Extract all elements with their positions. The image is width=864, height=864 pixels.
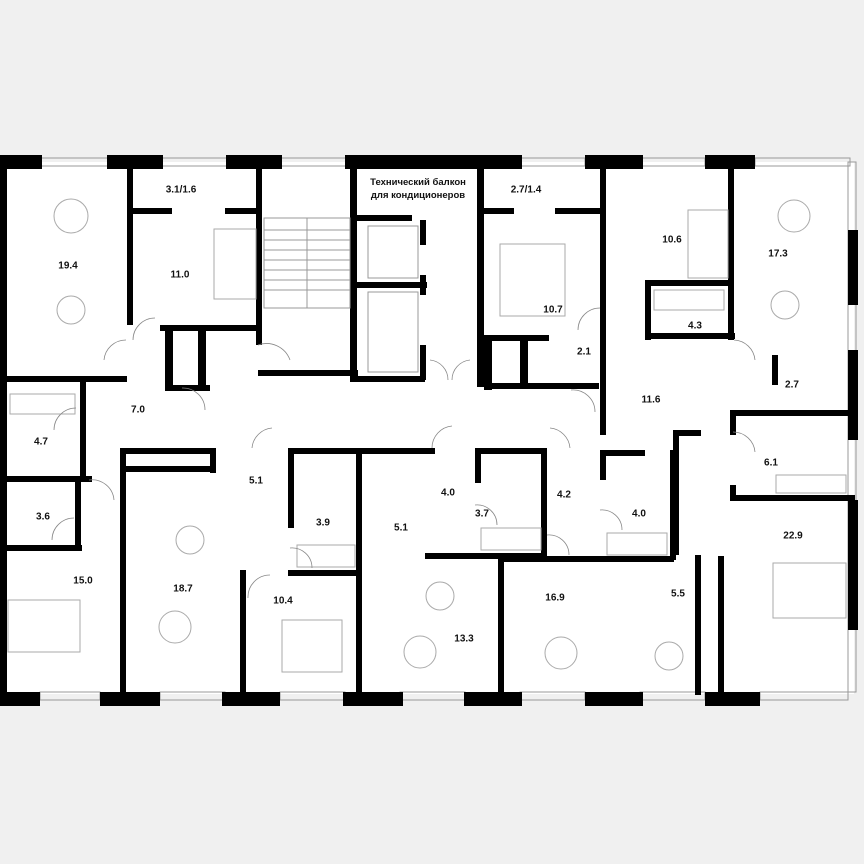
room-area-label: 18.7 bbox=[173, 583, 193, 595]
room-area-label: 4.0 bbox=[441, 487, 455, 499]
room-area-label: 3.9 bbox=[316, 517, 330, 529]
room-area-label: 17.3 bbox=[768, 248, 788, 260]
room-area-label: 16.9 bbox=[545, 592, 565, 604]
room-area-label: 11.0 bbox=[170, 269, 190, 281]
room-area-label: 15.0 bbox=[73, 575, 93, 587]
room-area-label: 4.7 bbox=[34, 436, 48, 448]
room-area-label: 13.3 bbox=[454, 633, 474, 645]
room-area-label: 2.7 bbox=[785, 379, 799, 391]
room-area-label: 5.1 bbox=[249, 475, 263, 487]
room-area-label: 2.7/1.4 bbox=[510, 184, 542, 196]
staircase bbox=[263, 217, 351, 309]
room-area-label: 3.7 bbox=[475, 508, 489, 520]
floor-area bbox=[6, 162, 854, 694]
room-area-label: 5.1 bbox=[394, 522, 408, 534]
room-area-label: 4.2 bbox=[557, 489, 571, 501]
technical-balcony-line-2: для кондиционеров bbox=[370, 190, 466, 201]
room-area-label: 3.1/1.6 bbox=[165, 184, 197, 196]
room-area-label: 3.6 bbox=[36, 511, 50, 523]
exterior-walls bbox=[0, 155, 858, 706]
room-area-label: 6.1 bbox=[764, 457, 778, 469]
room-area-label: 5.5 bbox=[671, 588, 685, 600]
room-area-label: 10.7 bbox=[543, 304, 563, 316]
technical-balcony-label: Технический балкон для кондиционеров bbox=[370, 176, 466, 202]
interior-walls bbox=[7, 165, 855, 698]
room-area-label: 19.4 bbox=[58, 260, 78, 272]
doors bbox=[51, 307, 756, 599]
room-area-label: 7.0 bbox=[131, 404, 145, 416]
room-area-label: 22.9 bbox=[783, 530, 803, 542]
room-area-label: 4.3 bbox=[688, 320, 702, 332]
room-area-label: 2.1 bbox=[577, 346, 591, 358]
technical-balcony-line-1: Технический балкон bbox=[370, 177, 466, 188]
elevators bbox=[367, 225, 419, 373]
room-area-label: 10.4 bbox=[273, 595, 293, 607]
room-area-label: 4.0 bbox=[632, 508, 646, 520]
room-area-label: 11.6 bbox=[641, 394, 661, 406]
room-area-label: 10.6 bbox=[662, 234, 682, 246]
furniture bbox=[7, 198, 847, 673]
